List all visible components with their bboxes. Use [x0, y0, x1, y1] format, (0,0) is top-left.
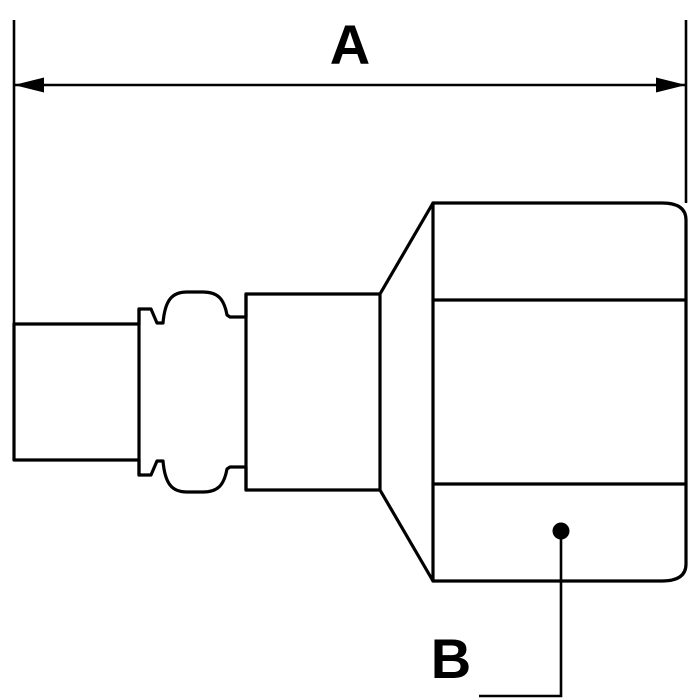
part-outline-group — [12, 201, 688, 583]
dimension-b-group: B — [431, 522, 570, 698]
dimension-label-a: A — [330, 13, 370, 76]
dimension-label-b: B — [431, 627, 471, 690]
dimension-a-group: A — [12, 13, 688, 324]
leader-dot — [552, 522, 570, 540]
arrowhead-right-icon — [656, 77, 686, 93]
leader-line-b — [479, 531, 563, 698]
arrowhead-left-icon — [14, 77, 44, 93]
coupler-body-outline — [12, 201, 688, 583]
